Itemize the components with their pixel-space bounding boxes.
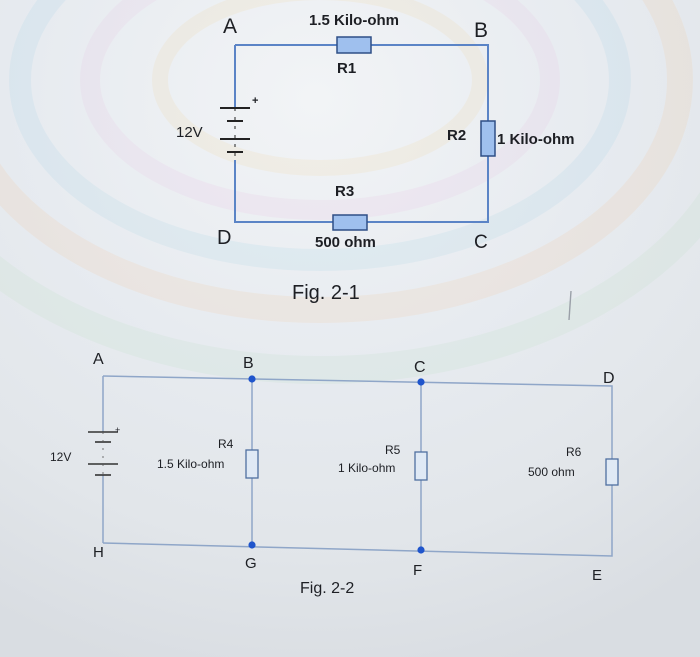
fig2-node-dot-f bbox=[417, 546, 425, 554]
fig1-wire-loop bbox=[234, 44, 489, 223]
fig1-r3-name: R3 bbox=[335, 183, 354, 200]
figure-2-1: + 12V A B C D 1.5 Kilo-ohm R1 R2 1 Kilo-… bbox=[176, 12, 575, 304]
fig2-node-b: B bbox=[243, 355, 254, 372]
fig1-node-c: C bbox=[474, 232, 488, 253]
moire-bands bbox=[0, 0, 693, 323]
fig2-resistor-r4 bbox=[245, 449, 259, 479]
fig1-resistor-r1 bbox=[336, 36, 372, 54]
fig1-caption: Fig. 2-1 bbox=[292, 282, 360, 304]
fig2-node-e: E bbox=[592, 567, 602, 584]
fig2-node-f: F bbox=[413, 562, 422, 579]
fig1-r1-name: R1 bbox=[337, 60, 356, 77]
fig2-node-g: G bbox=[245, 555, 257, 572]
fig1-battery-label: 12V bbox=[176, 124, 203, 141]
fig1-battery-plus: + bbox=[252, 95, 258, 107]
fig2-bottom-wire bbox=[102, 485, 613, 557]
fig2-node-dot-b bbox=[248, 375, 256, 383]
fig2-node-dot-g bbox=[248, 541, 256, 549]
figure-2-2: + 12V A B C D E F G H R4 1.5 Kilo-ohm R5… bbox=[50, 351, 619, 597]
fig1-resistor-r3 bbox=[332, 214, 368, 231]
fig2-battery bbox=[88, 431, 118, 476]
fig1-battery bbox=[220, 107, 250, 160]
fig2-r4-value: 1.5 Kilo-ohm bbox=[157, 457, 224, 471]
fig2-node-d: D bbox=[603, 370, 615, 387]
fig2-r5-value: 1 Kilo-ohm bbox=[338, 461, 395, 475]
fig2-battery-plus: + bbox=[115, 425, 120, 435]
fig2-top-wire bbox=[102, 375, 613, 459]
fig1-resistor-r2 bbox=[480, 120, 496, 157]
fig2-node-a: A bbox=[93, 351, 104, 368]
fig2-r4-name: R4 bbox=[218, 437, 234, 451]
fig1-r2-value: 1 Kilo-ohm bbox=[497, 131, 575, 148]
fig2-r6-value: 500 ohm bbox=[528, 465, 575, 479]
fig2-resistor-r6 bbox=[605, 458, 619, 486]
fig2-node-c: C bbox=[414, 359, 426, 376]
fig1-r1-value: 1.5 Kilo-ohm bbox=[309, 12, 399, 29]
stray-pen-mark bbox=[568, 290, 572, 321]
fig2-caption: Fig. 2-2 bbox=[300, 580, 354, 597]
fig2-node-h: H bbox=[93, 544, 104, 561]
fig1-r2-name: R2 bbox=[447, 127, 466, 144]
fig1-node-d: D bbox=[217, 227, 231, 249]
fig2-node-dot-c bbox=[417, 378, 425, 386]
fig1-node-b: B bbox=[474, 19, 488, 42]
fig2-r5-name: R5 bbox=[385, 443, 401, 457]
fig2-battery-label: 12V bbox=[50, 450, 71, 464]
fig2-r6-name: R6 bbox=[566, 445, 582, 459]
fig1-r3-value: 500 ohm bbox=[315, 234, 376, 251]
fig1-node-a: A bbox=[223, 15, 237, 38]
fig2-resistor-r5 bbox=[414, 451, 428, 481]
